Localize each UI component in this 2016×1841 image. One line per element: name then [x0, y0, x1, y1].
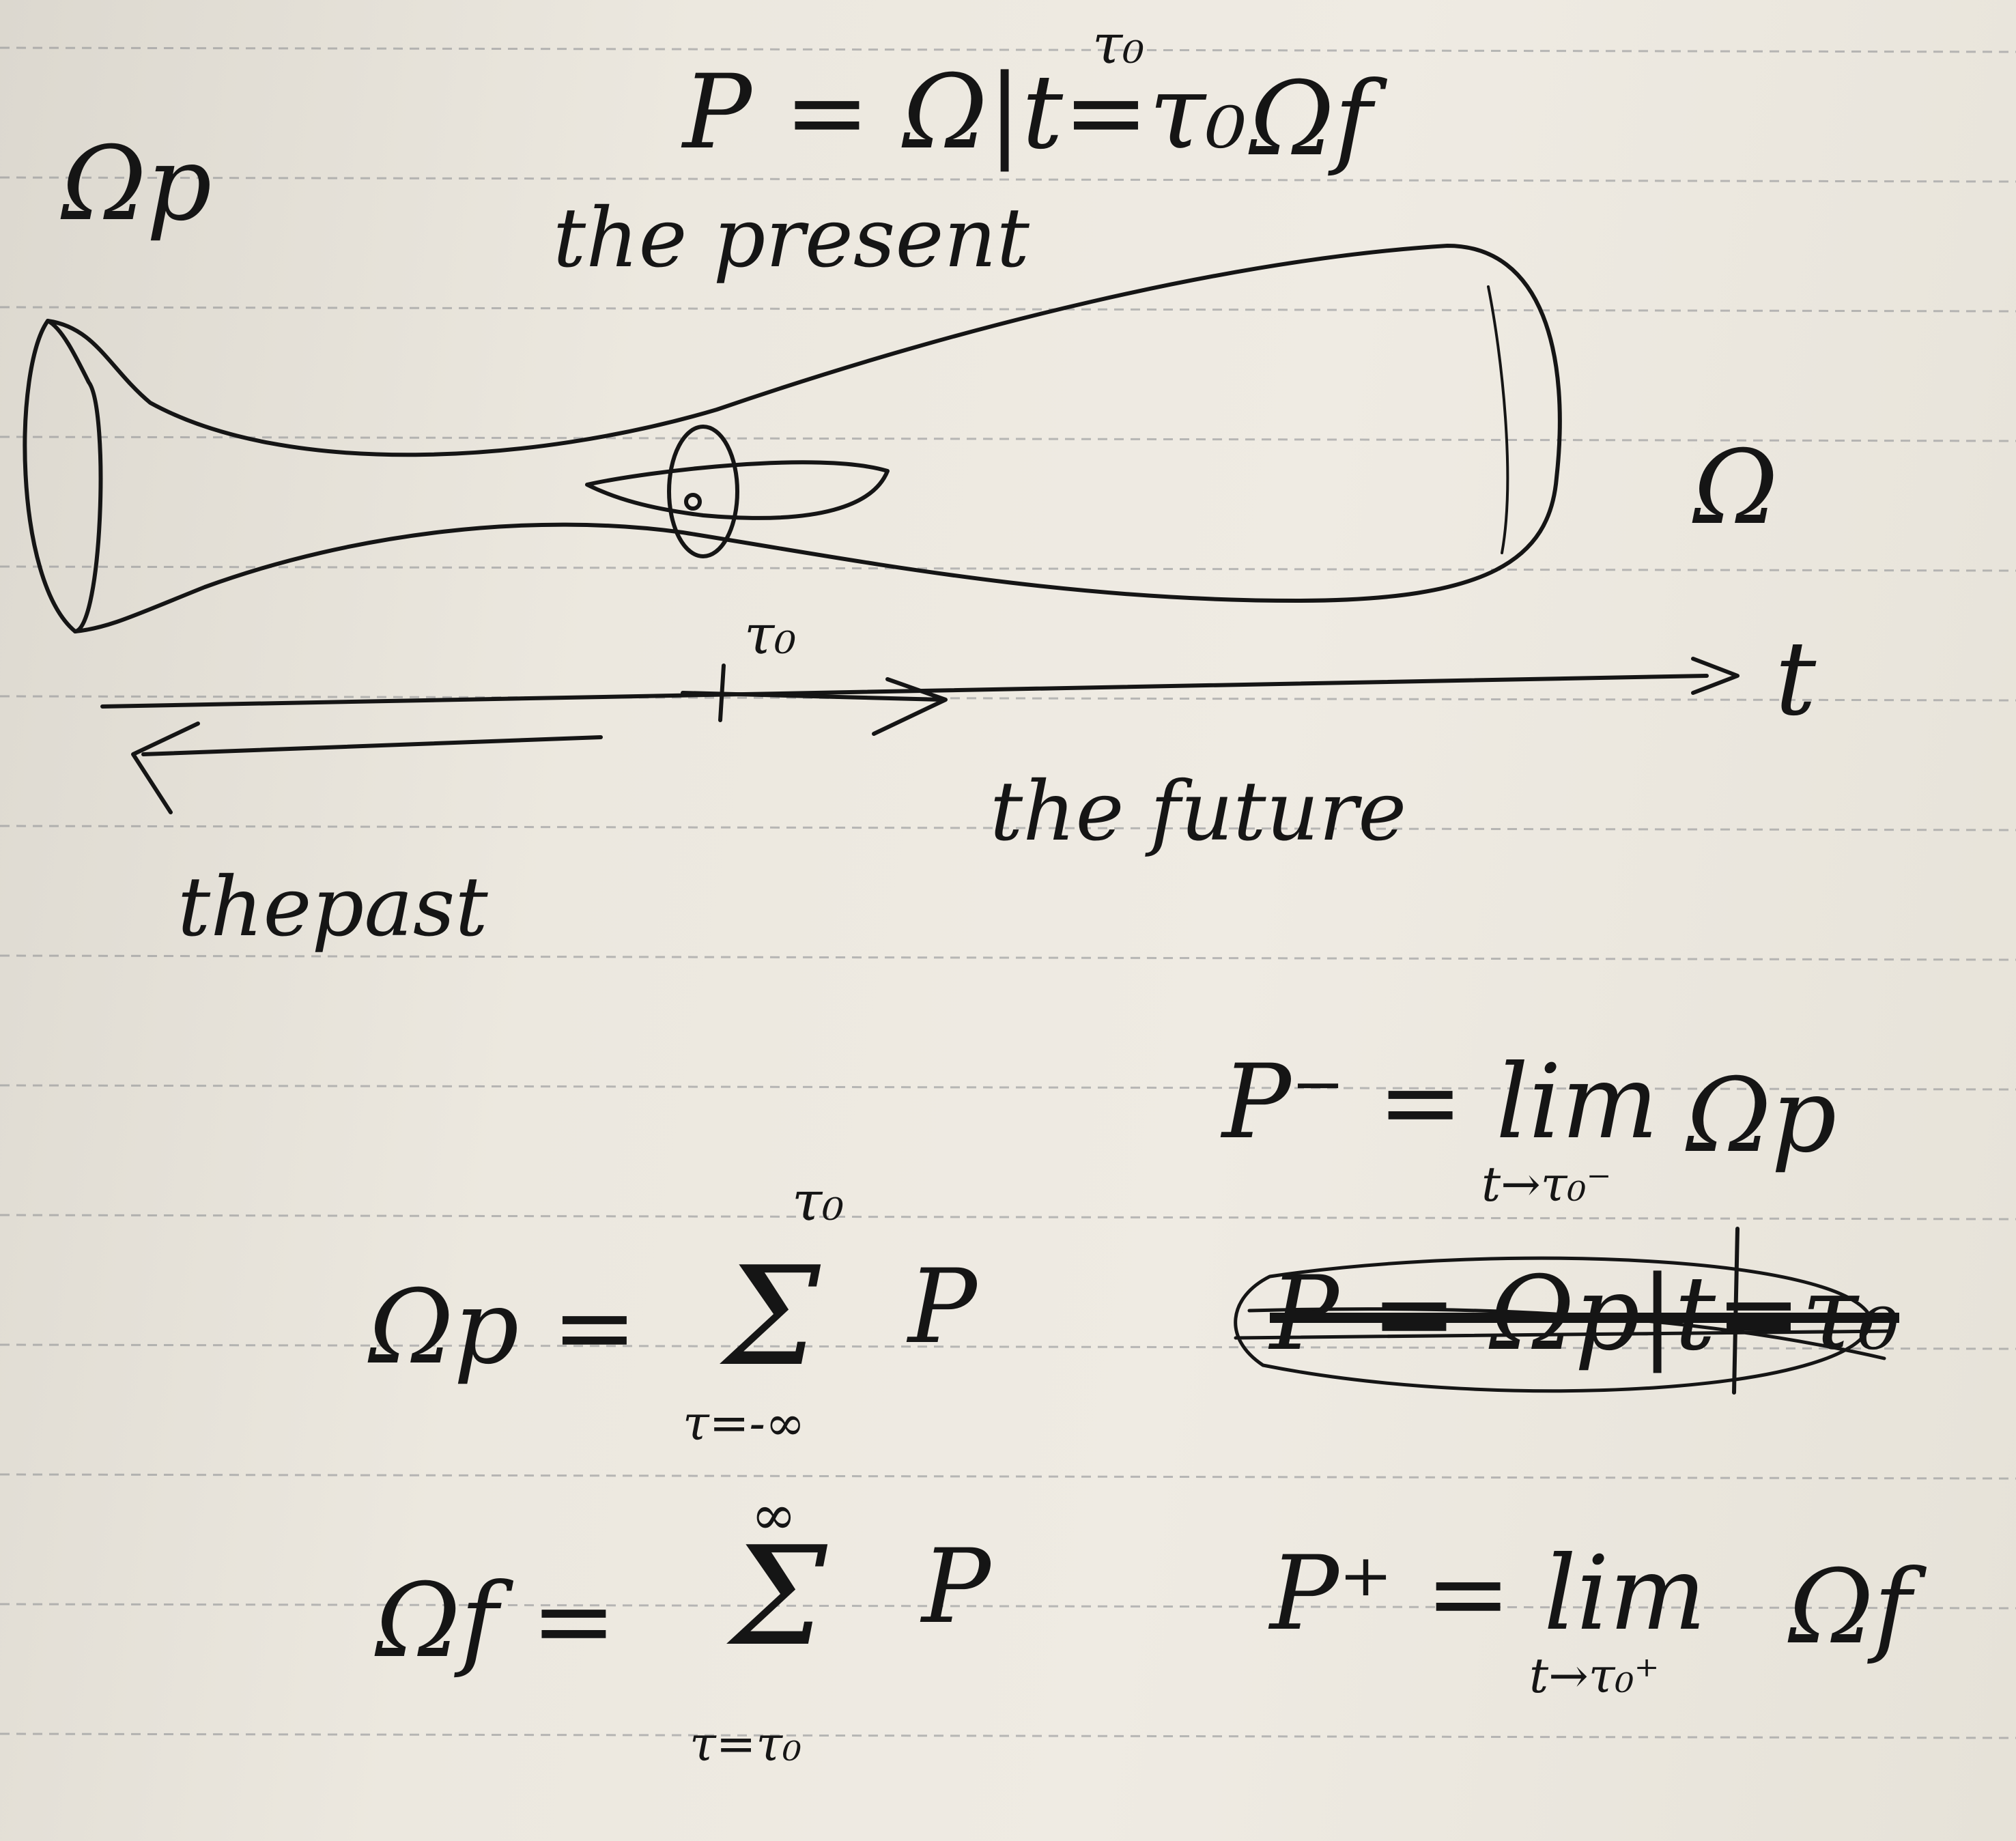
omega-f-sum-lhs: Ωf = [375, 1562, 617, 1681]
ruled-line [0, 825, 2016, 831]
p-plus-lhs: P⁺ = lim [1270, 1535, 1707, 1653]
ruled-line [0, 565, 2016, 572]
omega-f-label: Ωf [1249, 60, 1372, 179]
omega-p-sum-upper: τ₀ [792, 1169, 844, 1233]
left-end-cap [23, 319, 103, 633]
struck-formula: P = Ωp|t=τ₀ [1270, 1255, 1899, 1373]
omega-f-sum-rhs: P [922, 1528, 991, 1646]
ruled-line [0, 1214, 2016, 1221]
t-axis-label: t [1775, 620, 1817, 739]
omega-f-sum-sigma: Σ [730, 1517, 827, 1676]
ruled-line [0, 176, 2016, 183]
past-arrow [131, 722, 603, 814]
past-label: thepast [178, 860, 488, 955]
omega-p-label: Ωp [61, 125, 212, 244]
present-cross-section [667, 425, 739, 558]
p-plus-rhs: Ωf [1789, 1548, 1912, 1667]
p-plus-sub: t→τ₀⁺ [1529, 1648, 1660, 1704]
time-axis-arrowhead [1691, 657, 1740, 695]
present-label: the present [553, 191, 1030, 286]
struck-formula-scribble [1234, 1256, 1893, 1393]
omega-f-sum-lower: τ=τ₀ [690, 1716, 802, 1772]
struck-formula-bar [1732, 1227, 1740, 1395]
ruled-line [0, 695, 2016, 702]
ruled-line [0, 306, 2016, 313]
present-formula: P = Ω|t=τ₀ [683, 53, 1247, 172]
omega-label: Ω [1693, 429, 1778, 547]
p-minus-lhs: P⁻ = lim [1222, 1043, 1659, 1162]
omega-p-sum-sigma: Σ [724, 1238, 821, 1397]
present-point [684, 493, 702, 511]
p-minus-rhs: Ωp [1686, 1057, 1837, 1175]
ruled-line [0, 1084, 2016, 1091]
p-minus-sub: t→τ₀⁻ [1481, 1156, 1612, 1212]
ruled-line [0, 1732, 2016, 1739]
tau0-label: τ₀ [744, 603, 797, 666]
present-slice-arrow [585, 460, 890, 520]
time-axis [100, 674, 1709, 709]
future-label: the future [990, 765, 1407, 859]
present-formula-superscript: τ₀ [1092, 12, 1145, 76]
ruled-line [0, 954, 2016, 961]
future-arrow [681, 677, 948, 736]
right-end-cap [1487, 285, 1509, 554]
ruled-line [0, 436, 2016, 442]
ruled-line [0, 1343, 2016, 1350]
omega-p-sum-rhs: P [908, 1248, 977, 1367]
ruled-line [0, 1603, 2016, 1610]
ruled-line [0, 46, 2016, 53]
omega-p-sum-lower: τ=-∞ [683, 1395, 806, 1451]
omega-f-sum-upper: ∞ [751, 1483, 797, 1547]
ruled-line [0, 1473, 2016, 1480]
omega-p-sum-lhs: Ωp = [369, 1268, 638, 1387]
spacetime-tube-outline [46, 244, 1562, 633]
